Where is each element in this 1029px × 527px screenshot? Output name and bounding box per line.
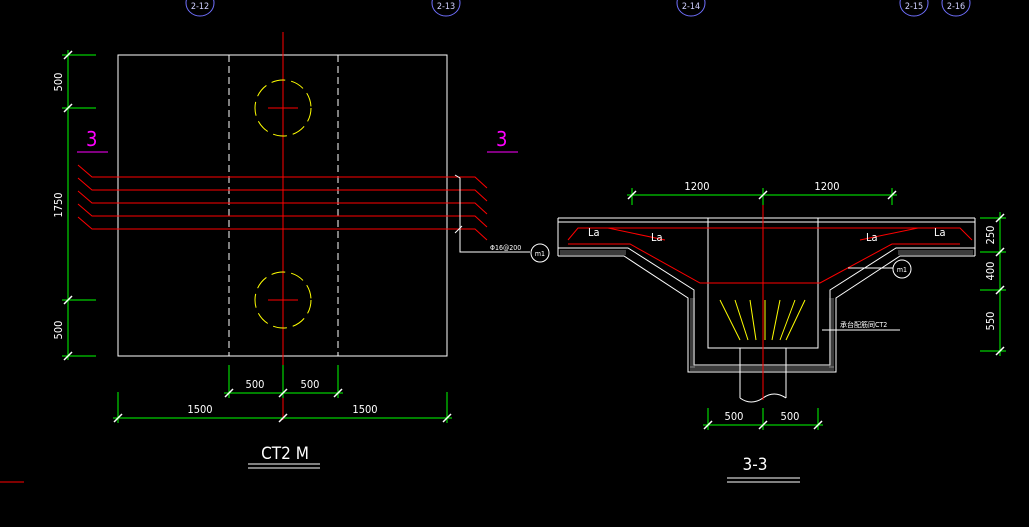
la-label: La	[651, 231, 663, 244]
grid-axis-label: 2-12	[191, 2, 209, 12]
dim-text: 1200	[814, 180, 839, 193]
pile-anchor-bars	[719, 299, 806, 341]
concrete-hatch	[560, 250, 973, 371]
rebar-note: Φ16@200	[490, 244, 521, 252]
dim-text: 500	[781, 410, 800, 423]
pile-circle	[254, 79, 312, 137]
slab-outline	[557, 217, 976, 373]
pile-circle	[254, 271, 312, 329]
la-label: La	[866, 231, 878, 244]
section-mark-right: 3	[496, 127, 507, 151]
section-title: 3-3	[743, 455, 768, 475]
dim-text: 500	[725, 410, 744, 423]
grid-axis-label: 2-13	[437, 2, 455, 12]
dim-text: 500	[52, 321, 65, 340]
grid-axis-label: 2-15	[905, 2, 923, 12]
grid-axis-label: 2-14	[682, 2, 700, 12]
dim-text: 500	[246, 378, 265, 391]
dim-text: 1500	[352, 403, 377, 416]
la-label: La	[934, 226, 946, 239]
note-leader	[454, 174, 530, 253]
dim-text: 500	[301, 378, 320, 391]
section-rebar	[567, 196, 973, 400]
detail-bubble-label: m1	[535, 250, 545, 258]
dim-text: 1200	[684, 180, 709, 193]
dim-text: 1750	[52, 192, 65, 217]
dim-text: 400	[984, 262, 997, 281]
grid-axis-label: 2-16	[947, 2, 965, 12]
section-view: La La La La m1 承台配筋同CT2 1200 1200	[557, 180, 1006, 483]
la-label: La	[588, 226, 600, 239]
dim-text: 550	[984, 312, 997, 331]
rebar-lines	[77, 164, 488, 241]
grid-axis-bubbles	[185, 0, 971, 17]
detail-bubble	[892, 259, 912, 279]
section-right-dimension	[980, 212, 1006, 356]
detail-bubble-label: m1	[897, 266, 907, 274]
section-mark-left: 3	[86, 127, 97, 151]
dim-text: 250	[984, 226, 997, 245]
plan-title: CT2 M	[261, 444, 309, 464]
plan-view: m1 Φ16@200 3 3 500 1750 500	[52, 32, 550, 469]
section-bottom-dimension	[703, 408, 823, 430]
detail-bubble	[530, 243, 550, 263]
dim-text: 500	[52, 73, 65, 92]
section-note: 承台配筋同CT2	[840, 320, 887, 329]
dim-text: 1500	[187, 403, 212, 416]
